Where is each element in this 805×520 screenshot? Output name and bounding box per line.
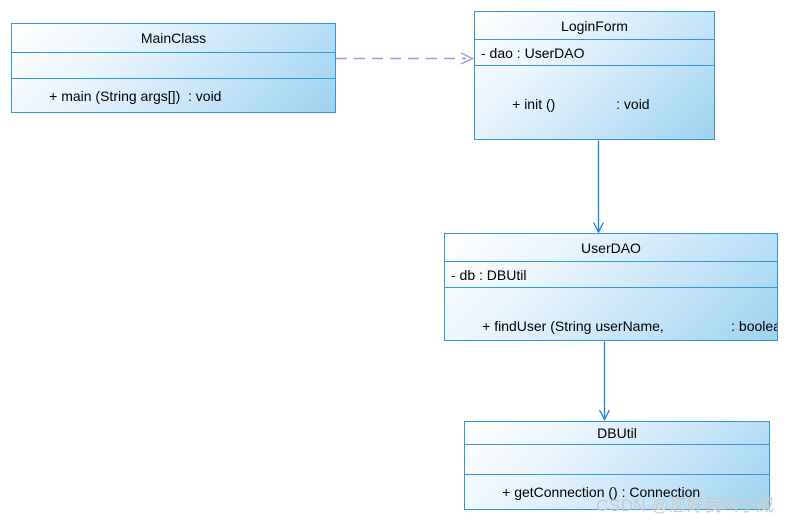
operation-return-type: : boolean — [731, 318, 777, 334]
operations-compartment: + init (): void + display (): void + val… — [475, 65, 714, 139]
class-userdao[interactable]: UserDAO - db : DBUtil + findUser (String… — [444, 233, 778, 341]
class-mainclass[interactable]: MainClass + main (String args[]) : void — [11, 23, 336, 113]
operation-row: + main (String args[]) : void — [12, 79, 222, 112]
operation-row: + findUser (String userName, : boolean — [445, 290, 777, 340]
class-name: LoginForm — [561, 17, 628, 34]
operation-text: + main (String args[]) : void — [49, 87, 222, 104]
operation-return-type: : void — [616, 96, 650, 112]
attributes-compartment: - db : DBUtil — [445, 261, 777, 287]
attribute-row: - dao : UserDAO — [481, 44, 585, 61]
attributes-compartment: - dao : UserDAO — [475, 39, 714, 65]
watermark-text: CSDN @您好我叫小威 — [596, 496, 775, 515]
operation-row: + getConnection () : Connection — [465, 475, 701, 509]
class-loginform[interactable]: LoginForm - dao : UserDAO + init () : voi… — [474, 11, 715, 140]
attributes-compartment — [12, 52, 335, 78]
operation-row: + init () : void — [475, 68, 714, 139]
association-arrow-loginform-to-userdao[interactable] — [592, 140, 605, 234]
operations-compartment: + getConnection () : Connection — [465, 474, 769, 509]
class-name: MainClass — [140, 30, 207, 46]
class-name: UserDAO — [581, 239, 641, 256]
operation-signature: + findUser (String userName, — [482, 318, 664, 334]
association-arrow-userdao-to-dbutil[interactable] — [598, 341, 611, 421]
association-arrowhead-icon — [592, 222, 605, 234]
dependency-arrowhead-icon — [460, 52, 475, 65]
class-dbutil[interactable]: DBUtil + getConnection () : Connection — [464, 421, 770, 510]
operation-text: + getConnection () : Connection — [502, 484, 701, 500]
operations-compartment: + findUser (String userName,: boolean St… — [445, 287, 777, 340]
attribute-row: - db : DBUtil — [451, 266, 527, 283]
class-name: DBUtil — [597, 425, 637, 441]
attributes-compartment — [465, 444, 769, 474]
operations-compartment: + main (String args[]) : void — [12, 78, 335, 112]
dependency-arrow-mainclass-to-loginform[interactable] — [336, 52, 475, 65]
operation-signature: + init () — [512, 96, 556, 112]
association-arrowhead-icon — [598, 409, 611, 421]
